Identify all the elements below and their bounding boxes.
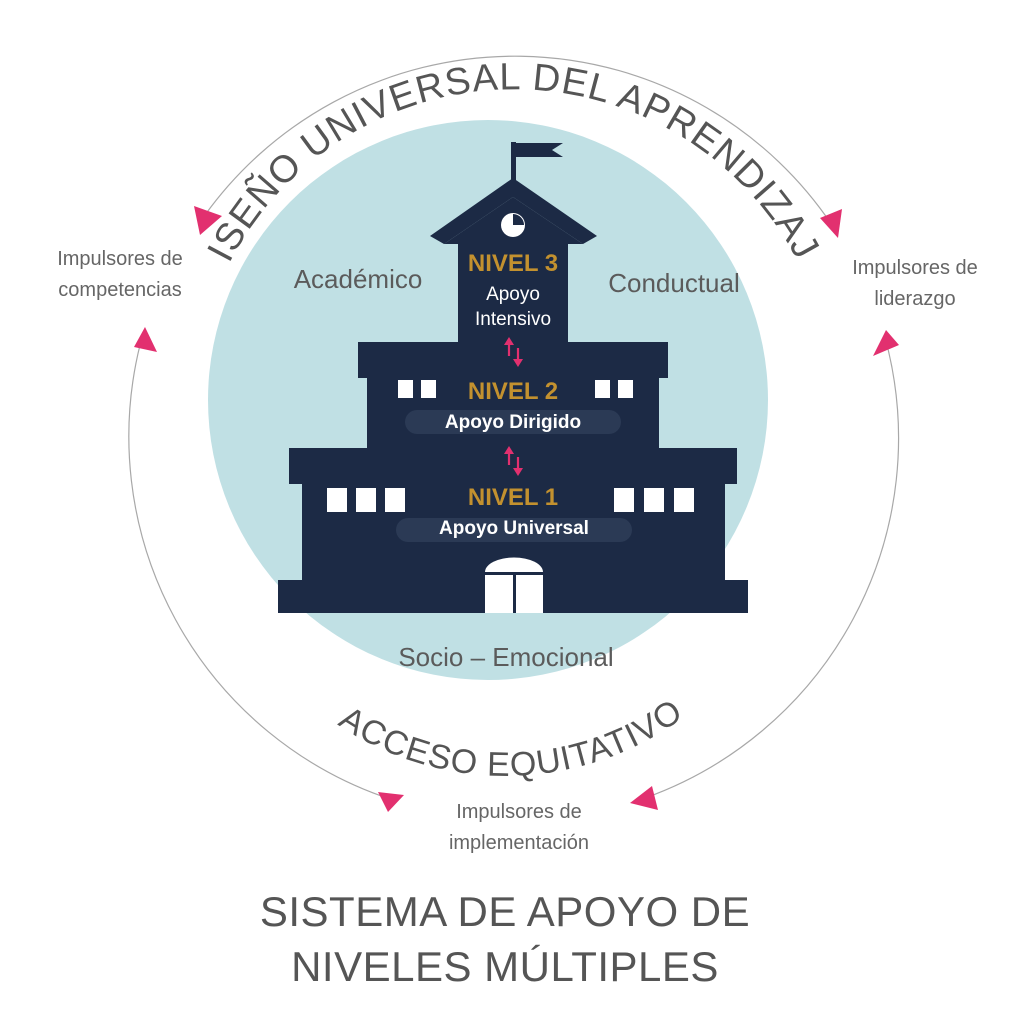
arrowhead-right-icon xyxy=(873,330,899,356)
arc-title-bottom: ACCESO EQUITATIVO xyxy=(333,692,690,784)
window xyxy=(618,380,633,398)
window xyxy=(674,488,694,512)
domain-socio-emotional: Socio – Emocional xyxy=(398,642,614,672)
domain-academic: Académico xyxy=(293,264,423,294)
arrowhead-left-icon xyxy=(134,327,157,352)
windows xyxy=(327,380,694,512)
page-title-line1: SISTEMA DE APOYO DE xyxy=(259,888,751,935)
level2-title: NIVEL 2 xyxy=(467,378,559,405)
arrowhead-top-left-icon xyxy=(194,206,222,235)
level3-subtitle: Apoyo Intensivo xyxy=(443,282,583,332)
cycle-arc-left xyxy=(128,344,388,799)
tower xyxy=(458,236,568,346)
window xyxy=(644,488,664,512)
level1-label-bar xyxy=(396,518,632,542)
driver-competencias: Impulsores de competencias xyxy=(40,244,200,306)
driver-implementacion-line1: Impulsores de xyxy=(456,801,582,823)
page-title-line2: NIVELES MÚLTIPLES xyxy=(291,943,719,990)
door-icon xyxy=(485,557,543,613)
cycle-arc-top xyxy=(204,55,833,226)
up-down-arrows-icon xyxy=(504,446,523,476)
driver-implementacion: Impulsores de implementación xyxy=(414,797,624,859)
arrowhead-bottom-left-icon xyxy=(378,792,404,812)
window xyxy=(327,488,347,512)
level2-label-bar xyxy=(405,410,621,434)
driver-liderazgo-line2: liderazgo xyxy=(874,288,956,310)
cycle-arrowheads xyxy=(134,206,899,812)
window xyxy=(356,488,376,512)
domain-behavioral: Conductual xyxy=(608,268,740,298)
roof xyxy=(430,178,597,244)
clock-icon xyxy=(501,213,525,237)
page-title: SISTEMA DE APOYO DE NIVELES MÚLTIPLES xyxy=(150,884,860,994)
window xyxy=(614,488,634,512)
driver-liderazgo: Impulsores de liderazgo xyxy=(830,253,1000,315)
window xyxy=(595,380,610,398)
flag-pole xyxy=(511,142,516,188)
driver-implementacion-line2: implementación xyxy=(448,832,590,854)
level3-subtitle-line2: Intensivo xyxy=(474,309,552,330)
cycle-arc-right xyxy=(644,344,900,799)
window xyxy=(421,380,436,398)
label-bars xyxy=(396,410,632,542)
arrowhead-top-right-icon xyxy=(820,209,842,238)
flag-icon xyxy=(516,143,563,157)
level1-subtitle: Apoyo Universal xyxy=(439,518,589,539)
window xyxy=(385,488,405,512)
driver-liderazgo-line1: Impulsores de xyxy=(852,257,978,279)
window xyxy=(398,380,413,398)
driver-competencias-line1: Impulsores de xyxy=(57,248,183,270)
level-arrows xyxy=(504,337,523,476)
driver-competencias-line2: competencias xyxy=(58,279,182,301)
cycle-arcs xyxy=(128,55,900,799)
up-down-arrows-icon xyxy=(504,337,523,367)
level1-title: NIVEL 1 xyxy=(467,484,559,511)
arrowhead-bottom-right-icon xyxy=(630,786,658,810)
level2-subtitle: Apoyo Dirigido xyxy=(444,412,582,433)
level3-title: NIVEL 3 xyxy=(467,250,559,277)
level3-subtitle-line1: Apoyo xyxy=(486,284,540,305)
